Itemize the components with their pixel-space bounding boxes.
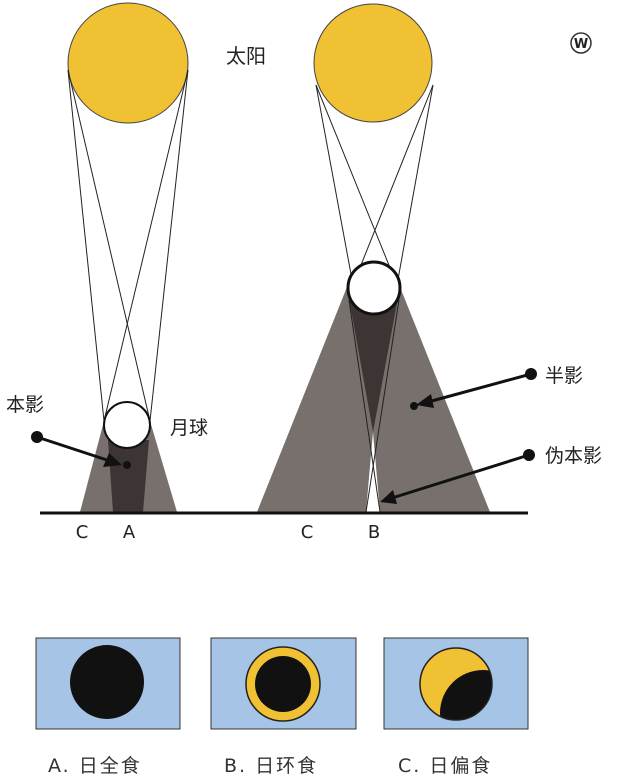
- umbra-left: [108, 440, 149, 512]
- sun-rays-right: [315, 84, 434, 513]
- penumbra-label: 半影: [545, 365, 583, 387]
- total-eclipse-scene: 本影 月球 C A: [6, 2, 208, 543]
- umbra-right: [347, 287, 400, 432]
- panel-annular-caption: B. 日环食: [224, 755, 318, 777]
- penumbra-pointer: [410, 368, 537, 410]
- panel-total: A. 日全食: [35, 637, 181, 777]
- ground-point-c-right: C: [301, 522, 314, 543]
- logo-text: W: [574, 37, 588, 52]
- annular-moon-disc: [255, 656, 311, 712]
- panel-annular: B. 日环食: [210, 637, 357, 777]
- sun-label: 太阳: [226, 44, 266, 68]
- panel-total-caption: A. 日全食: [48, 755, 142, 777]
- umbra-label: 本影: [6, 394, 44, 416]
- antumbra-pointer: [380, 449, 535, 504]
- ground-point-b: B: [368, 522, 380, 543]
- sun-left: [67, 2, 189, 124]
- sun-rays-left: [67, 69, 189, 422]
- umbra-pointer: [31, 431, 131, 469]
- moon-right: [346, 260, 402, 316]
- antumbra-label: 伪本影: [545, 445, 602, 467]
- panel-partial-caption: C. 日偏食: [398, 755, 492, 777]
- logo-icon: W: [570, 32, 592, 54]
- moon-label: 月球: [170, 417, 208, 439]
- ground-point-c-left: C: [76, 522, 89, 543]
- panel-partial: C. 日偏食: [383, 637, 529, 777]
- total-eclipse-disc: [70, 645, 144, 719]
- moon-left: [103, 401, 151, 449]
- ground-point-a: A: [123, 522, 136, 543]
- sun-right: [313, 3, 433, 123]
- annular-eclipse-scene: 半影 伪本影 C B: [257, 3, 602, 543]
